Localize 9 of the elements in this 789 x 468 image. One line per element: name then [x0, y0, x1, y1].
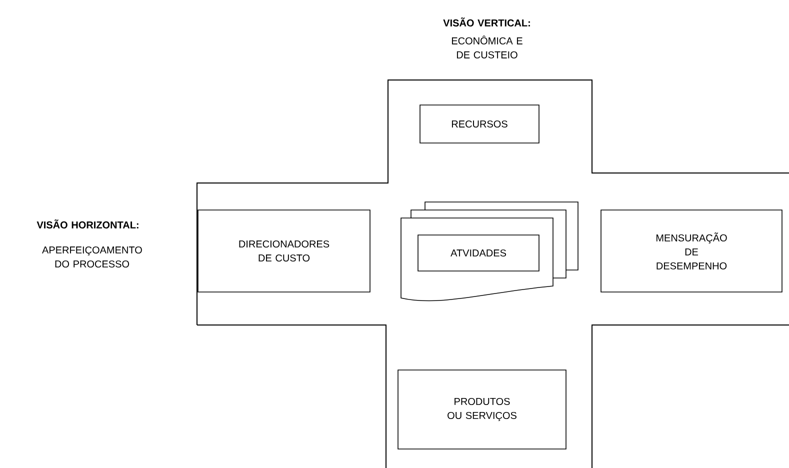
text-box: RECURSOS	[420, 104, 540, 144]
text-box: PRODUTOS OU SERVIÇOS	[398, 370, 566, 450]
heading: VISÃO VERTICAL:	[443, 18, 530, 26]
subheading: APERFEIÇOAMENTO DO PROCESSO	[42, 246, 142, 268]
text-box: MENSURAÇÃO DE DESEMPENHO	[600, 210, 782, 292]
text-box: ATVIDADES	[418, 234, 540, 272]
text-box: DIRECIONADORES DE CUSTO	[198, 210, 370, 292]
heading: VISÃO HORIZONTAL:	[36, 219, 138, 228]
subheading: ECONÔMICA E DE CUSTEIO	[452, 36, 522, 58]
